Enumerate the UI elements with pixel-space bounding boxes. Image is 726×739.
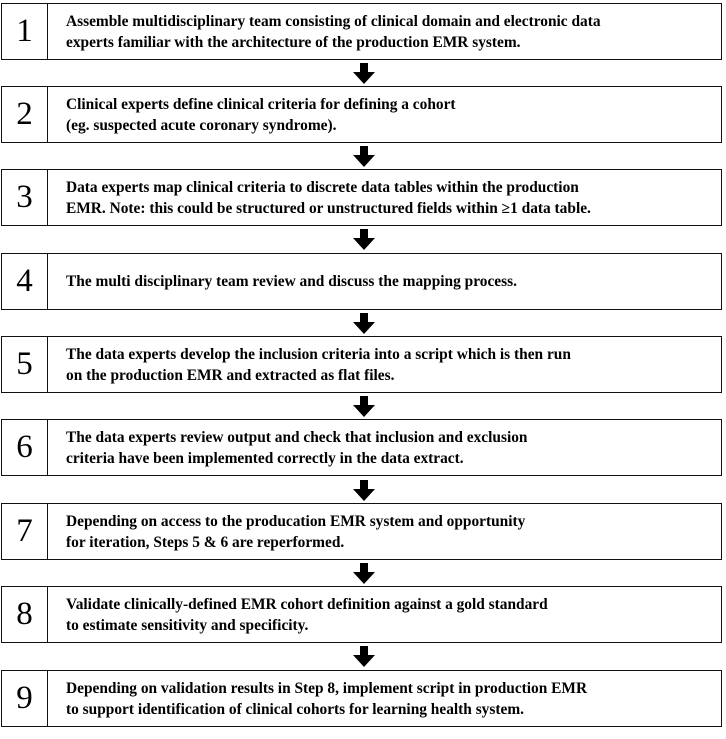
arrow-down-icon xyxy=(353,146,375,168)
step-box-6: 6 The data experts review output and che… xyxy=(1,419,722,476)
step-text-6: The data experts review output and check… xyxy=(66,428,528,467)
step-box-5: 5 The data experts develop the inclusion… xyxy=(1,336,722,393)
arrow-down-icon xyxy=(353,313,375,335)
step-text-3: Data experts map clinical criteria to di… xyxy=(66,178,591,217)
step-text-5: The data experts develop the inclusion c… xyxy=(66,345,571,384)
step-box-7: 7 Depending on access to the producation… xyxy=(1,503,722,560)
step-number-9: 9 xyxy=(2,671,48,726)
step-box-9: 9 Depending on validation results in Ste… xyxy=(1,670,722,727)
step-text-1: Assemble multidisciplinary team consisti… xyxy=(66,12,601,51)
step-number-7: 7 xyxy=(2,504,48,559)
step-text-8: Validate clinically-defined EMR cohort d… xyxy=(66,595,548,634)
arrow-down-icon xyxy=(353,396,375,418)
arrow-down-icon xyxy=(353,229,375,251)
step-text-4: The multi disciplinary team review and d… xyxy=(66,273,517,290)
step-number-5: 5 xyxy=(2,337,48,392)
step-box-4: 4 The multi disciplinary team review and… xyxy=(1,253,722,310)
arrow-down-icon xyxy=(353,63,375,85)
step-number-2: 2 xyxy=(2,87,48,142)
step-box-8: 8 Validate clinically-defined EMR cohort… xyxy=(1,586,722,643)
step-box-2: 2 Clinical experts define clinical crite… xyxy=(1,86,722,143)
step-number-6: 6 xyxy=(2,420,48,475)
step-text-7: Depending on access to the producation E… xyxy=(66,512,526,551)
step-number-8: 8 xyxy=(2,587,48,642)
step-number-1: 1 xyxy=(2,4,48,59)
step-box-3: 3 Data experts map clinical criteria to … xyxy=(1,169,722,226)
arrow-down-icon xyxy=(353,563,375,585)
step-box-1: 1 Assemble multidisciplinary team consis… xyxy=(1,3,722,60)
step-text-2: Clinical experts define clinical criteri… xyxy=(66,95,456,134)
step-number-4: 4 xyxy=(2,254,48,309)
step-number-3: 3 xyxy=(2,170,48,225)
arrow-down-icon xyxy=(353,480,375,502)
step-text-9: Depending on validation results in Step … xyxy=(66,679,588,718)
arrow-down-icon xyxy=(353,646,375,668)
